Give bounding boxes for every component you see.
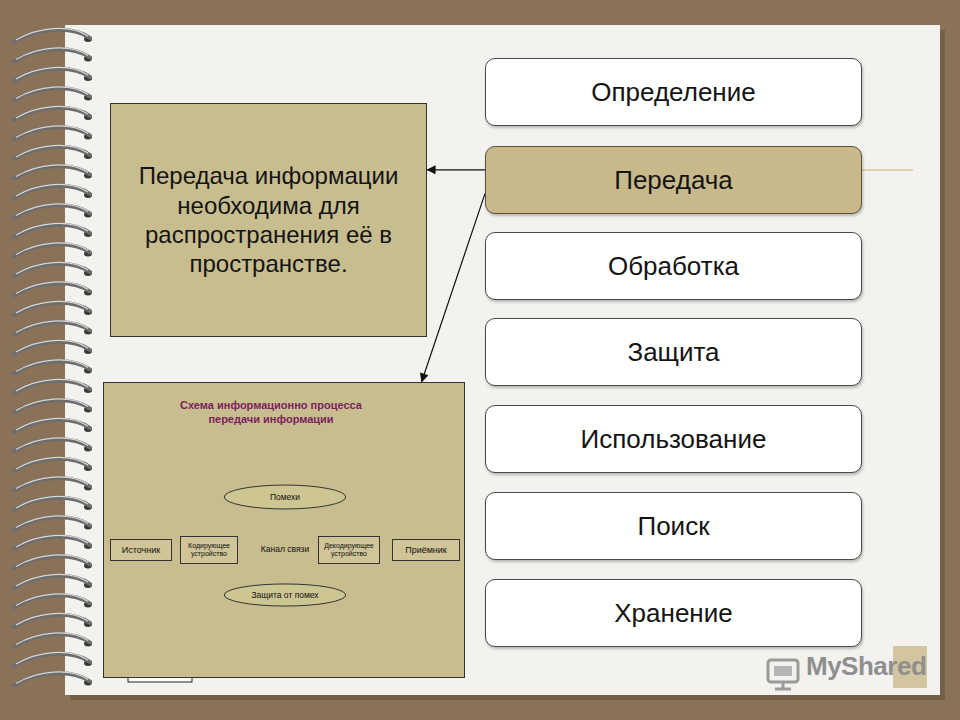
ring-highlight [16,457,88,469]
ring-highlight [16,633,88,645]
watermark: MyShared [806,651,926,682]
ring-highlight [16,126,88,138]
page-sheet [65,25,940,695]
process-box: Источник [110,539,172,561]
ring-highlight [16,243,88,255]
node-text: Кодирующее устройство [183,542,235,558]
process-box: Кодирующее устройство [180,536,238,564]
connector [427,169,485,170]
process-box: Декодирующее устройство [318,536,380,564]
ring-highlight [16,496,88,508]
ring-highlight [16,28,88,40]
ring-highlight [16,321,88,333]
connector [422,194,485,382]
node-text: Декодирующее устройство [321,542,377,558]
ring-highlight [16,516,88,528]
ring-highlight [16,184,88,196]
ring-highlight [16,262,88,274]
ring-highlight [16,87,88,99]
ring-highlight [16,301,88,313]
menu-box: Использование [485,405,862,473]
ring-highlight [16,594,88,606]
ring-highlight [16,282,88,294]
ellipse-shape [224,584,346,606]
ring-highlight [16,360,88,372]
ring-highlight [16,165,88,177]
node-text: Обработка [608,251,739,282]
ellipse-node: Помехи [223,484,347,510]
ring-highlight [16,379,88,391]
ring-highlight [16,204,88,216]
scheme-heading: Схема информационно процесса передачи ин… [166,398,376,427]
node-text: Защита [627,337,719,368]
ring-highlight [16,477,88,489]
menu-box: Защита [485,318,862,386]
ring-highlight [16,613,88,625]
ring-highlight [16,48,88,60]
node-text: Использование [581,424,767,455]
leader-line [862,169,913,170]
ellipse-node: Защита от помех [223,583,347,607]
ring-highlight [16,438,88,450]
watermark-icon [768,660,798,689]
ring-highlight [16,145,88,157]
ring-highlight [16,399,88,411]
node-text: Передача информации необходима для распр… [115,161,422,278]
node-text: Защита от помех [251,590,318,600]
ring-highlight [16,340,88,352]
node-text: Источник [122,545,160,555]
ring-highlight [16,535,88,547]
ring-highlight [16,223,88,235]
node-text: Определение [591,77,755,108]
process-box: Приёмник [392,539,460,561]
menu-box: Хранение [485,579,862,647]
info-box: Передача информации необходима для распр… [110,103,427,337]
menu-box: Определение [485,58,862,126]
spiral-binding [14,28,92,685]
ring-highlight [16,555,88,567]
node-text: Поиск [637,511,709,542]
ring-highlight [16,574,88,586]
node-text: Канал связи [261,544,309,555]
ellipse-shape [224,485,346,509]
channel-label: Канал связи [260,536,310,564]
ring-highlight [16,106,88,118]
node-text: Помехи [270,492,300,502]
ring-highlight [16,418,88,430]
scheme-panel: Схема информационно процесса передачи ин… [103,382,465,678]
ring-highlight [16,67,88,79]
node-text: Хранение [614,598,732,629]
node-text: Передача [614,165,733,196]
menu-box: Обработка [485,232,862,300]
ring-highlight [16,652,88,664]
ring-highlight [16,672,88,684]
node-text: Приёмник [405,545,447,555]
menu-box-selected: Передача [485,146,862,214]
menu-box: Поиск [485,492,862,560]
